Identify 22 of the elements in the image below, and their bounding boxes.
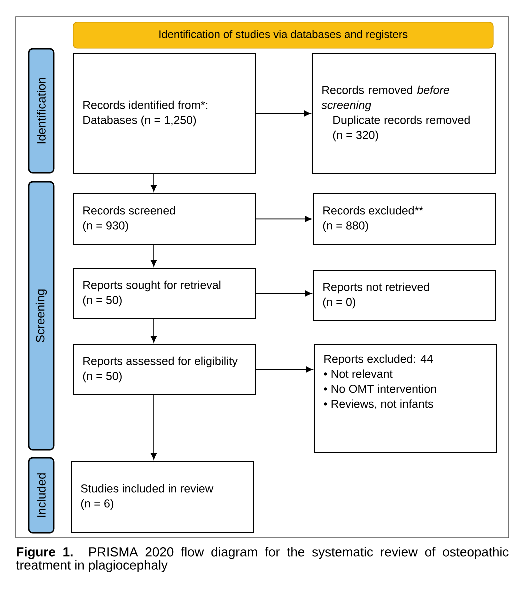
arrow: [151, 395, 157, 460]
header-bar: Identification of studies via databases and registers: [73, 22, 494, 49]
figure-caption: Figure 1. PRISMA 2020 flow diagram for the systematic review of osteopathic treatment in plagiocephaly: [16, 547, 509, 572]
arrow: [151, 174, 157, 192]
process-box: Records screened (n = 930): [73, 193, 256, 246]
arrow: [256, 110, 311, 117]
process-box: Records identified from*: Databases (n = 1,250): [73, 53, 256, 174]
stage-band: Included: [28, 457, 55, 534]
arrow: [256, 216, 312, 222]
process-box: Records removed before screening Duplicate records removed (n = 320): [312, 53, 496, 174]
process-box: Studies included in review (n = 6): [71, 461, 254, 534]
arrow: [256, 366, 313, 373]
process-box: Reports not retrieved (n = 0): [313, 270, 496, 322]
process-box: Reports excluded: 44 • Not relevant • No OMT intervention • Reviews, not infants: [314, 344, 498, 454]
process-box: Records excluded** (n = 880): [313, 193, 496, 246]
process-box: Reports sought for retrieval (n = 50): [73, 268, 256, 320]
process-box: Reports assessed for eligibility (n = 50): [73, 344, 256, 396]
stage-band: Screening: [28, 181, 55, 451]
stage-band: Identification: [28, 48, 55, 174]
arrow: [151, 319, 157, 343]
arrow: [256, 290, 312, 297]
arrow: [151, 245, 157, 267]
